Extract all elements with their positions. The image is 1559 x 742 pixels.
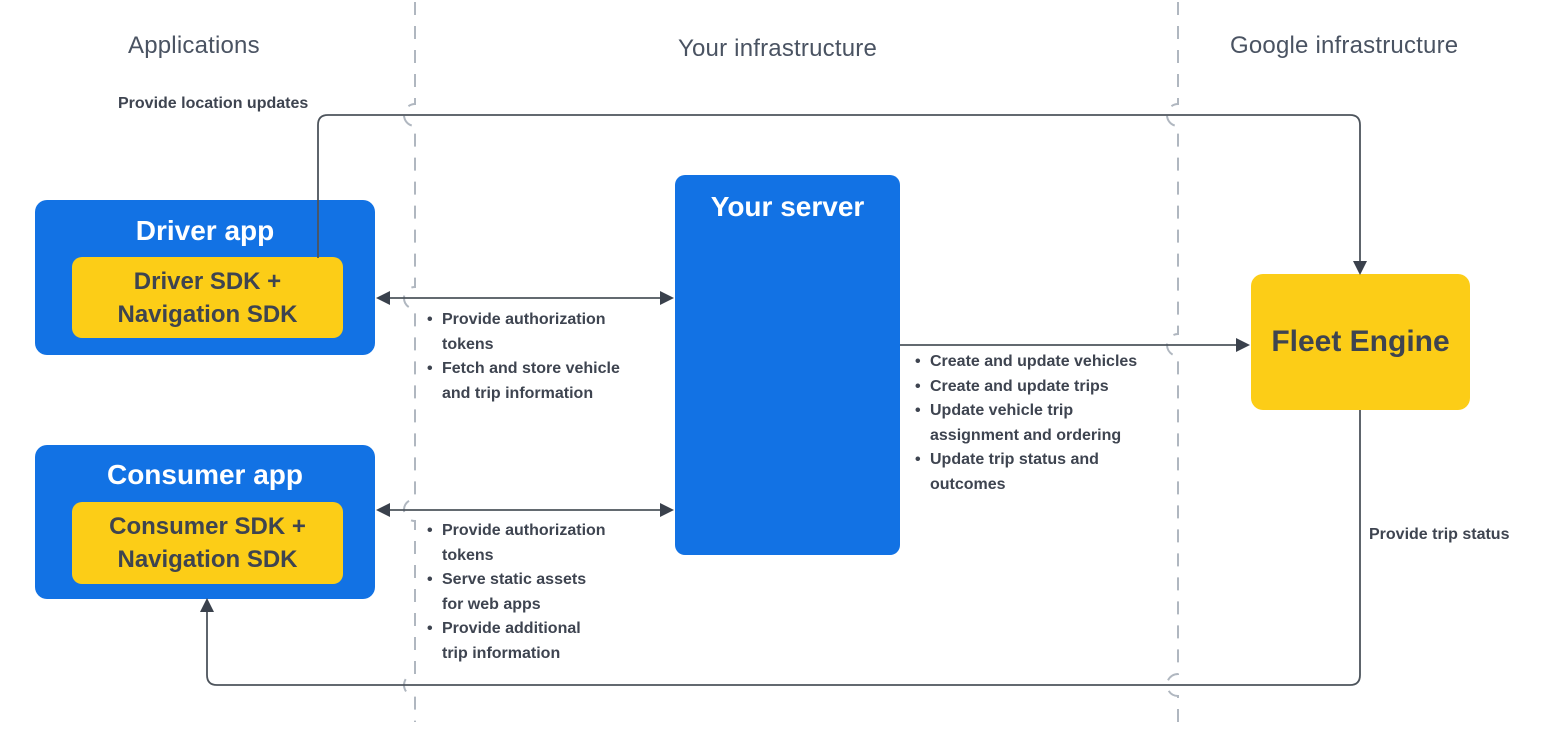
consumer-app-node: Consumer app Consumer SDK + Navigation S… [35,445,375,599]
column-header-your-infrastructure: Your infrastructure [678,35,878,62]
column-divider-left [403,2,416,722]
driver-server-bullet-list: Provide authorization tokens Fetch and s… [425,308,655,406]
server-fleet-bullet-list: Create and update vehicles Create and up… [913,350,1173,497]
bullet-item: Fetch and store vehicle and trip informa… [425,357,655,406]
bullet-item: Provide authorization tokens [425,519,655,568]
column-header-applications: Applications [128,32,260,59]
arrowhead-left-icon [376,503,390,517]
fleet-engine-title: Fleet Engine [1271,325,1450,358]
driver-sdk-box: Driver SDK + Navigation SDK [72,257,343,338]
driver-app-title: Driver app [135,215,275,246]
edge-label-provide-location-updates: Provide location updates [118,95,309,112]
your-server-node: Your server [675,175,900,555]
arrowhead-left-icon [376,291,390,305]
column-header-google-infrastructure: Google infrastructure [1230,32,1459,59]
edge-consumer-server [376,503,674,517]
arrowhead-up-icon [200,598,214,612]
bullet-item: Create and update vehicles [913,350,1173,375]
arrowhead-right-icon [660,503,674,517]
consumer-app-title: Consumer app [106,459,304,490]
arrowhead-right-icon [660,291,674,305]
bullet-item: Update vehicle trip assignment and order… [913,399,1173,448]
bullet-item: Provide authorization tokens [425,308,655,357]
fleet-engine-node: Fleet Engine [1251,274,1470,410]
your-server-title: Your server [710,191,865,222]
bullet-item: Create and update trips [913,375,1173,400]
bullet-item: Provide additional trip information [425,617,655,666]
consumer-sdk-label: Consumer SDK + Navigation SDK [109,513,306,573]
bullet-item: Update trip status and outcomes [913,448,1173,497]
consumer-server-bullet-list: Provide authorization tokens Serve stati… [425,519,655,666]
driver-app-node: Driver app Driver SDK + Navigation SDK [35,200,375,355]
edge-driver-server [376,291,674,305]
arrowhead-down-icon [1353,261,1367,275]
arrowhead-right-icon [1236,338,1250,352]
bullet-item: Serve static assets for web apps [425,568,655,617]
consumer-sdk-box: Consumer SDK + Navigation SDK [72,502,343,584]
edge-label-provide-trip-status: Provide trip status [1369,526,1510,543]
driver-sdk-label: Driver SDK + Navigation SDK [117,267,298,328]
